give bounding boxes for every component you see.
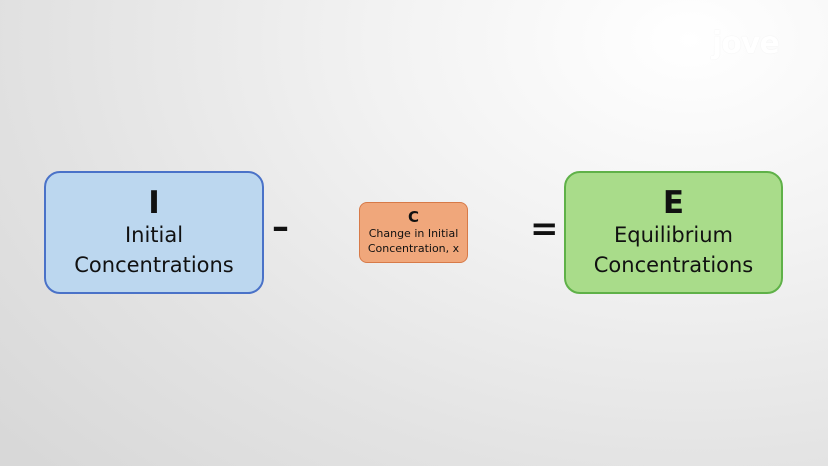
equilibrium-label: Equilibrium Concentrations — [593, 222, 754, 277]
change-label: Change in Initial Concentration, x — [367, 227, 460, 255]
minus-operator: – — [272, 207, 289, 247]
equals-operator: = — [530, 209, 559, 249]
equilibrium-box: E Equilibrium Concentrations — [564, 171, 783, 294]
change-box: C Change in Initial Concentration, x — [359, 202, 468, 263]
change-letter: C — [407, 208, 419, 226]
jove-logo: jove — [712, 24, 792, 64]
initial-label: Initial Concentrations — [74, 222, 234, 277]
initial-box: I Initial Concentrations — [44, 171, 264, 294]
equilibrium-letter: E — [662, 184, 685, 221]
initial-letter: I — [148, 184, 160, 221]
logo-text: jove — [712, 26, 780, 61]
